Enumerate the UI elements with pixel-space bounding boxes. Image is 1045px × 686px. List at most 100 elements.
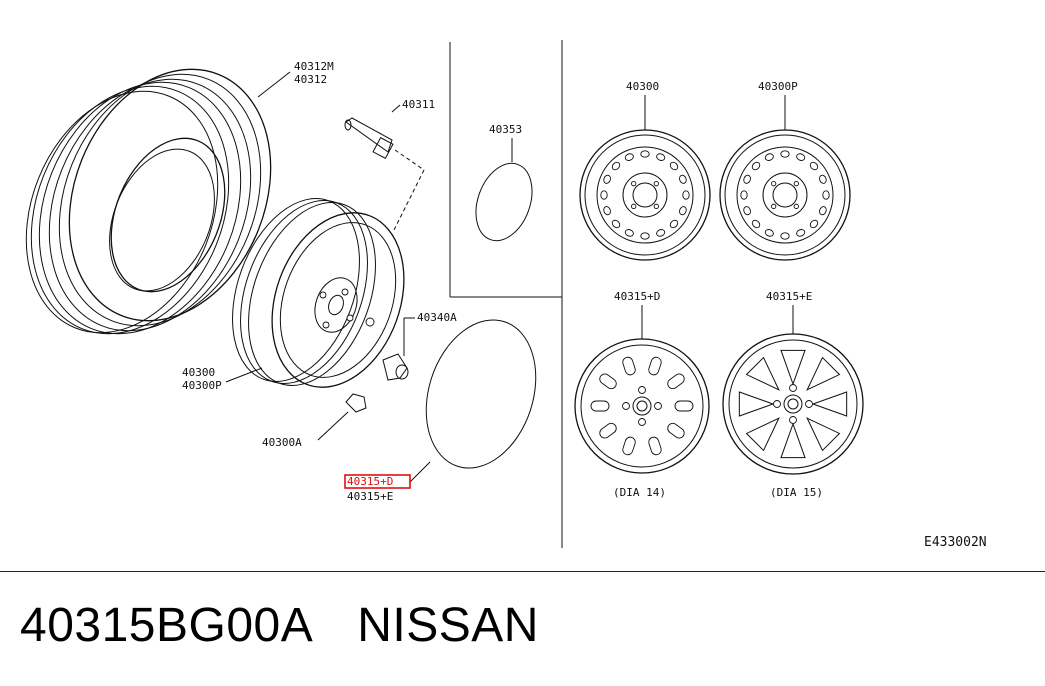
bolt-hole <box>771 181 777 187</box>
vent-hole <box>611 219 621 229</box>
vent-hole <box>679 174 687 184</box>
vent-hole <box>740 190 748 200</box>
bolt-hole <box>771 203 777 209</box>
vent-hole <box>603 206 611 216</box>
steel-wheel-front-a <box>579 95 711 261</box>
vent-hole <box>809 219 819 229</box>
bolt-hole <box>793 181 799 187</box>
label-tire-a: 40312M <box>294 60 334 73</box>
label-weight: 40300A <box>262 436 302 449</box>
bolt-hole <box>631 181 637 187</box>
vent-hole <box>624 229 634 237</box>
vent-hole <box>656 229 666 237</box>
vent-hole <box>669 219 679 229</box>
vent-hole <box>751 161 761 171</box>
vent-hole <box>809 161 819 171</box>
cover-hole <box>638 418 646 426</box>
cover-spoke <box>745 417 780 452</box>
bolt-hole <box>653 181 659 187</box>
vent-hole <box>764 153 774 161</box>
vent-hole <box>822 190 830 200</box>
vent-hole <box>751 219 761 229</box>
cover-hole <box>622 402 630 410</box>
valve-drawing <box>344 104 425 233</box>
label-cover-d-title: 40315+D <box>614 290 660 303</box>
vent-hole <box>603 174 611 184</box>
highlight-box <box>344 474 411 489</box>
vent-hole <box>796 229 806 237</box>
label-steel-wheel-b: 40300P <box>758 80 798 93</box>
cover-slot <box>667 373 685 390</box>
label-cover-e: 40315+E <box>347 490 393 503</box>
bolt-hole <box>793 203 799 209</box>
cover-slot <box>622 356 636 376</box>
cover-hole <box>654 402 662 410</box>
vent-hole <box>743 174 751 184</box>
vent-hole <box>743 206 751 216</box>
cover-slot <box>648 356 662 376</box>
label-cover-d-highlighted[interactable]: 40315+D <box>347 475 393 488</box>
vent-hole <box>600 190 608 200</box>
lug-nut-drawing <box>382 317 415 381</box>
vent-hole <box>640 232 650 240</box>
cover-slot <box>590 400 610 412</box>
label-valve: 40311 <box>402 98 435 111</box>
cover-slot <box>674 400 694 412</box>
cover-slot <box>622 436 636 456</box>
panel-dividers <box>449 40 563 548</box>
tire-drawing <box>25 68 272 335</box>
bolt-hole <box>653 203 659 209</box>
cover-hole <box>773 400 781 408</box>
label-dia14: (DIA 14) <box>613 486 666 499</box>
cover-spoke <box>811 391 848 417</box>
vent-hole <box>764 229 774 237</box>
vent-hole <box>679 206 687 216</box>
part-number: 40315BG00A <box>20 599 314 652</box>
wheel-cover-dia15 <box>722 305 864 475</box>
footer-divider <box>0 571 1045 572</box>
vent-hole <box>780 150 790 158</box>
vent-hole <box>611 161 621 171</box>
label-cover-e-title: 40315+E <box>766 290 812 303</box>
label-center-cap: 40353 <box>489 123 522 136</box>
vent-hole <box>640 150 650 158</box>
vent-hole <box>669 161 679 171</box>
cover-spoke <box>806 417 841 452</box>
cover-spoke <box>780 422 806 459</box>
label-wheel-a: 40300 <box>182 366 215 379</box>
cover-spoke <box>745 356 780 391</box>
part-title: 40315BG00A NISSAN <box>20 596 539 656</box>
wheel-cover-dia14 <box>574 305 710 474</box>
vent-hole <box>682 190 690 200</box>
exploded-parts-diagram: 40312M 40312 40311 40353 40300 40300P 40… <box>25 40 987 550</box>
center-cap-drawing <box>475 138 533 242</box>
cover-hole <box>789 384 797 392</box>
label-nut: 40340A <box>417 311 457 324</box>
cover-slot <box>599 373 617 390</box>
vent-hole <box>624 153 634 161</box>
label-steel-wheel-a: 40300 <box>626 80 659 93</box>
label-wheel-b: 40300P <box>182 379 222 392</box>
cover-slot <box>648 436 662 456</box>
wheel-cover-drawing <box>409 319 537 483</box>
figure-code: E433002N <box>924 535 987 550</box>
bolt-hole <box>631 203 637 209</box>
steel-wheel-drawing <box>232 198 405 388</box>
label-tire-b: 40312 <box>294 73 327 86</box>
brand-name: NISSAN <box>357 599 539 652</box>
vent-hole <box>819 206 827 216</box>
vent-hole <box>656 153 666 161</box>
label-dia15: (DIA 15) <box>770 486 823 499</box>
steel-wheel-front-b <box>719 95 851 261</box>
cover-hole <box>805 400 813 408</box>
cover-slot <box>599 422 617 439</box>
vent-hole <box>780 232 790 240</box>
vent-hole <box>796 153 806 161</box>
cover-spoke <box>780 349 806 386</box>
leader-lines <box>225 71 291 383</box>
balance-weight-drawing <box>317 393 367 441</box>
cover-spoke <box>738 391 775 417</box>
cover-spoke <box>806 356 841 391</box>
cover-slot <box>667 422 685 439</box>
cover-hole <box>638 386 646 394</box>
